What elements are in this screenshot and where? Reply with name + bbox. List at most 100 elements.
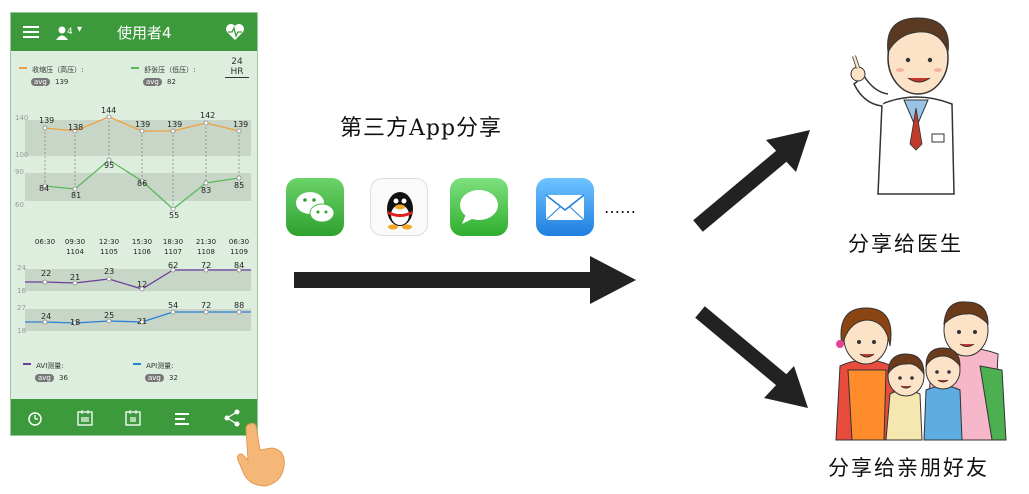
legend-api: API测量: — [133, 353, 174, 372]
calendar-week-icon[interactable] — [125, 409, 141, 430]
api-value: 18 — [70, 318, 81, 327]
legend-systolic-avg: avg 139 — [31, 69, 68, 88]
wechat-icon[interactable] — [286, 178, 344, 236]
avi-value: 22 — [41, 269, 52, 278]
diastolic-value: 86 — [137, 179, 148, 188]
systolic-value: 139 — [233, 120, 249, 129]
main-arrow — [294, 256, 636, 304]
diastolic-value: 85 — [234, 181, 245, 190]
family-caption: 分享给亲朋好友 — [828, 456, 989, 480]
phone-screen: 4 ▾ 使用者4 收缩压（高压）: avg 139 舒张压（低压）: avg 8… — [10, 12, 258, 436]
doctor-illustration — [850, 17, 955, 195]
systolic-value: 142 — [200, 111, 216, 120]
systolic-swatch — [19, 66, 27, 69]
diastolic-value: 55 — [169, 211, 180, 220]
avi-value: 21 — [70, 273, 81, 282]
avg-badge: avg — [35, 374, 54, 382]
legend-avi-avg: avg 36 — [35, 365, 68, 384]
app-top-bar: 4 ▾ 使用者4 — [11, 13, 257, 51]
chevron-down-icon: ▾ — [77, 24, 83, 35]
y-label: 18 — [17, 327, 26, 335]
page-title: 使用者4 — [117, 24, 172, 42]
y-label: 24 — [17, 264, 26, 272]
avi-value: 72 — [201, 261, 212, 270]
systolic-normal-band — [25, 120, 251, 156]
avi-value: 62 — [168, 261, 179, 270]
qq-icon[interactable] — [370, 178, 428, 236]
list-icon[interactable] — [175, 411, 191, 430]
menu-icon[interactable] — [23, 24, 39, 38]
app-bottom-bar — [11, 399, 257, 435]
avi-avg-value: 36 — [58, 374, 68, 382]
range-top: 24 — [231, 57, 243, 67]
user-switch-icon[interactable]: 4 ▾ — [55, 24, 85, 41]
alarm-clock-icon[interactable] — [27, 410, 43, 430]
arrow-to-family — [695, 306, 808, 408]
heart-rate-icon[interactable] — [225, 23, 245, 41]
time-label: 06:30 — [34, 238, 56, 246]
legend-api-avg: avg 32 — [145, 365, 178, 384]
avg-badge: avg — [31, 78, 50, 86]
api-value: 25 — [104, 311, 115, 320]
api-value: 88 — [234, 301, 245, 310]
legend-diastolic: 舒张压（低压）: — [131, 57, 195, 76]
tapping-hand-icon — [232, 420, 292, 494]
diastolic-swatch — [131, 66, 139, 69]
mail-icon[interactable] — [536, 178, 594, 236]
api-value: 54 — [168, 301, 179, 310]
bp-chart-lines — [42, 114, 242, 212]
avi-normal-band — [25, 269, 251, 291]
messages-icon[interactable] — [450, 178, 508, 236]
diastolic-label: 舒张压（低压）: — [144, 66, 196, 74]
avi-value: 23 — [104, 267, 115, 276]
systolic-avg-value: 139 — [54, 78, 69, 86]
y-label-140: 140 — [15, 114, 29, 122]
share-icon[interactable] — [223, 409, 241, 431]
calendar-month-icon[interactable] — [77, 409, 93, 430]
systolic-value: 139 — [39, 116, 55, 125]
user-badge: 4 — [67, 27, 73, 37]
systolic-value: 138 — [68, 123, 84, 132]
share-heading: 第三方App分享 — [340, 116, 503, 141]
avi-swatch — [23, 362, 31, 365]
legend-avi: AVI测量: — [23, 353, 64, 372]
diastolic-value: 84 — [39, 184, 50, 193]
diastolic-value: 95 — [104, 161, 115, 170]
arrow-to-doctor — [693, 130, 810, 232]
time-range-toggle[interactable]: 24 HR — [225, 57, 249, 78]
api-value: 24 — [41, 312, 52, 321]
systolic-value: 144 — [101, 106, 117, 115]
avg-badge: avg — [143, 78, 162, 86]
y-label-60: 60 — [15, 201, 24, 209]
api-value: 72 — [201, 301, 212, 310]
y-label: 16 — [17, 287, 26, 295]
diastolic-value: 81 — [71, 191, 82, 200]
y-label-90: 90 — [15, 168, 24, 176]
doctor-caption: 分享给医生 — [848, 232, 963, 256]
avi-value: 84 — [234, 261, 245, 270]
systolic-value: 139 — [135, 120, 151, 129]
api-normal-band — [25, 309, 251, 331]
api-avg-value: 32 — [168, 374, 178, 382]
api-label: API测量: — [146, 362, 174, 370]
diastolic-avg-value: 82 — [166, 78, 176, 86]
legend-diastolic-avg: avg 82 — [143, 69, 176, 88]
systolic-value: 139 — [167, 120, 183, 129]
family-illustration — [835, 301, 1007, 441]
range-bottom: HR — [225, 67, 249, 78]
avi-api-lines — [25, 267, 251, 326]
api-swatch — [133, 362, 141, 365]
y-label: 27 — [17, 304, 26, 312]
more-apps-ellipsis: …… — [604, 198, 636, 217]
y-label-100: 100 — [15, 151, 29, 159]
diastolic-value: 83 — [201, 186, 212, 195]
systolic-label: 收缩压（高压）: — [32, 66, 84, 74]
avi-label: AVI测量: — [36, 362, 64, 370]
legend-systolic: 收缩压（高压）: — [19, 57, 83, 76]
